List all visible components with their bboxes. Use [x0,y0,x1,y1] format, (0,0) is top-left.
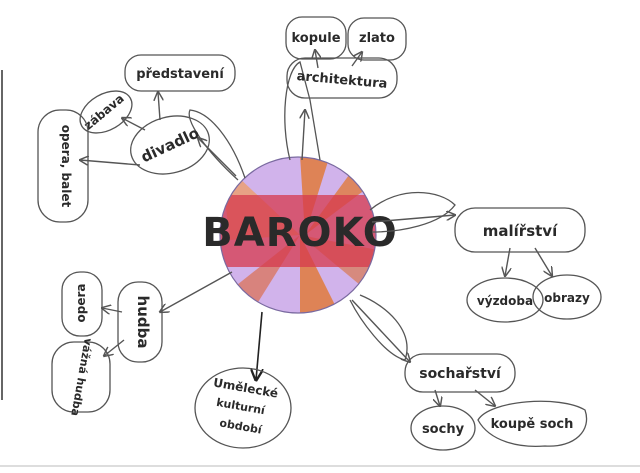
branch-architektura: architektura kopule zlato [284,16,407,161]
node-sochy-label: sochy [422,422,465,437]
arrow-to-architektura [302,110,305,161]
connector-malirstvi [369,191,456,233]
node-divadlo-label: divadlo [138,124,202,167]
node-hudba-label: hudba [134,296,152,349]
node-opera-label: opera [74,284,88,323]
arrow-to-kopule [315,50,318,69]
arrow-to-malirstvi [371,215,455,223]
node-architektura-box [286,57,398,99]
node-malirstvi-box [454,207,586,253]
node-zlato-label: zlato [359,31,395,46]
arrow-to-predstaveni [158,92,160,121]
node-socharstvi-box [404,353,516,393]
node-koupe-soch-box [477,400,588,448]
node-zabava-label: zábava [81,91,127,132]
arrow-to-vyzdoba [505,247,510,276]
branch-divadlo: divadlo představení zábava opera, balet [37,54,246,223]
node-predstaveni-box [124,54,236,92]
branch-malirstvi: malířství výzdoba obrazy [369,191,602,323]
center-label: BAROKO [202,210,397,256]
node-socharstvi-label: sochařství [419,366,502,382]
branch-socharstvi: sochařství sochy koupě soch [349,294,588,451]
arrow-to-koupe-soch [474,389,495,406]
node-umelecke-obdobi-box [194,367,292,449]
node-vyzdoba-label: výzdoba [477,294,533,308]
arrow-to-hudba [160,271,233,312]
arrow-to-obrazy [534,247,552,276]
arrow-to-socharstvi [351,299,410,362]
node-vazna-hudba-box [51,341,111,413]
node-opera-box [61,271,103,337]
node-obrazy-box [532,274,602,320]
arrow-to-umelecke-obdobi [256,311,262,380]
arrow-to-zabava [122,118,146,131]
node-umelecke-line2: kulturní [215,396,267,418]
node-obrazy-label: obrazy [544,291,590,305]
node-opera-balet-box [37,109,89,223]
node-malirstvi-label: malířství [483,222,558,240]
node-opera-balet-label: opera, balet [59,125,73,208]
arrow-to-vazna-hudba [104,339,125,356]
node-hudba-box [117,281,163,363]
arrow-to-sochy [435,389,440,406]
arrow-to-opera [102,308,123,312]
node-predstaveni-label: představení [136,67,225,82]
node-vyzdoba-box [466,277,544,323]
connector-divadlo [188,109,246,181]
arrow-to-opera-balet [80,160,141,166]
node-sochy-box [410,405,476,451]
arrow-to-zlato [351,52,362,67]
node-vazna-hudba-label: vážná hudba [68,337,95,417]
branch-hudba: hudba opera vážná hudba [51,271,233,417]
node-divadlo-box [130,115,210,175]
node-koupe-soch-label: koupě soch [491,417,574,432]
node-zlato-box [347,17,407,61]
node-umelecke-line3: období [219,416,264,436]
node-kopule-label: kopule [291,31,340,46]
node-architektura-label: architektura [296,69,388,92]
arrow-to-divadlo [198,138,237,177]
branch-umelecke-obdobi: Umělecké kulturní období [194,311,292,449]
center-node: BAROKO [202,156,397,314]
node-zabava-box [79,90,133,134]
connector-architektura [284,61,321,161]
